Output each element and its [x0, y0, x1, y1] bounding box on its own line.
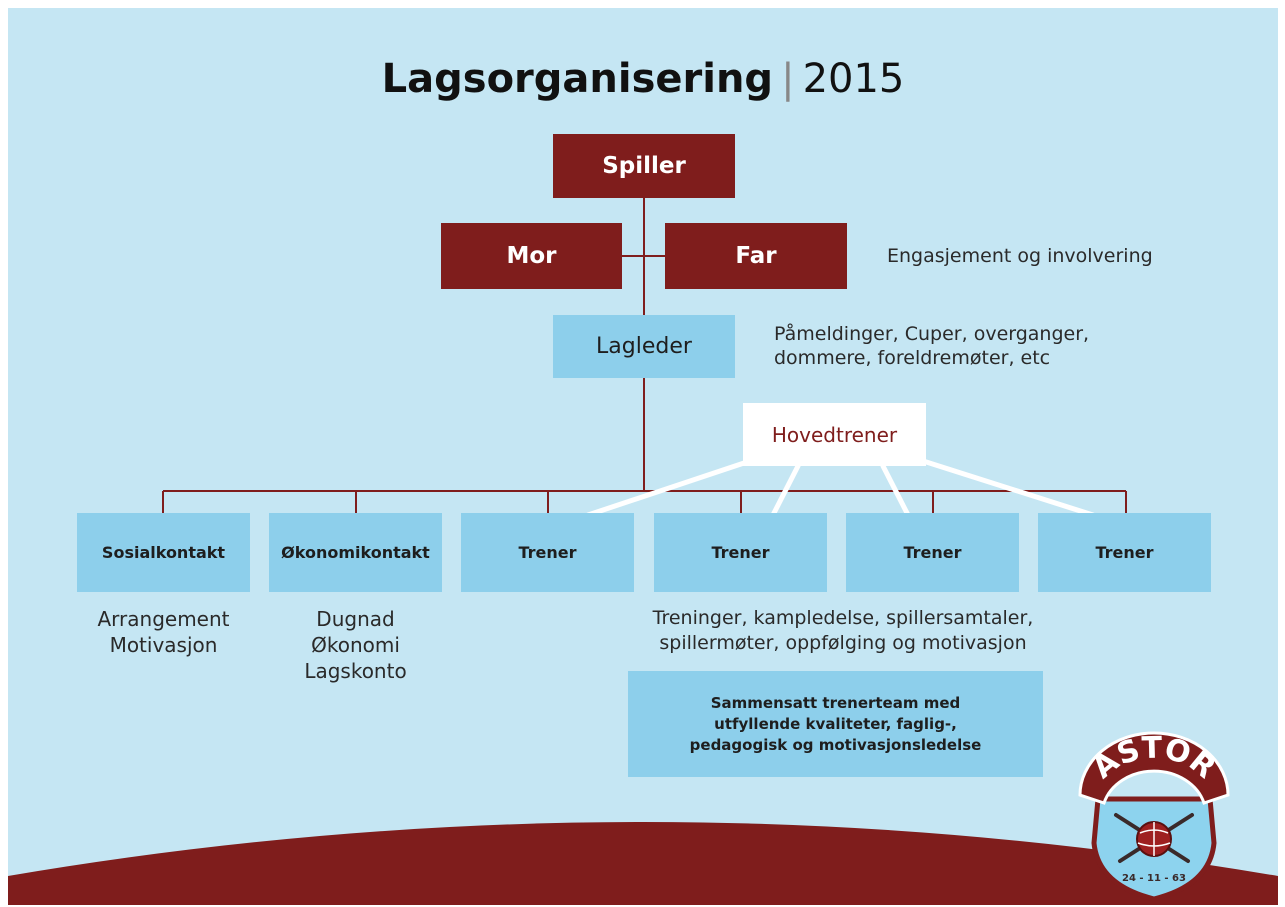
hovedtrener-link-1	[585, 457, 756, 518]
note-sosialkontakt: Arrangement Motivasjon	[97, 607, 230, 657]
node-far-label: Far	[735, 243, 777, 269]
node-hovedtrener-label: Hovedtrener	[771, 422, 898, 447]
node-trener-2: Trener	[654, 513, 827, 592]
astor-logo: ASTOR 24 - 11 - 63	[1078, 731, 1230, 902]
bottom-arc	[8, 822, 1278, 905]
node-mor-label: Mor	[506, 243, 557, 269]
hovedtrener-link-3	[880, 463, 911, 518]
note-trener: Treninger, kampledelse, spillersamtaler,…	[652, 607, 1034, 654]
node-lagleder: Lagleder	[553, 315, 735, 378]
note-lagleder: Påmeldinger, Cuper, overganger, dommere,…	[774, 323, 1090, 369]
page-title: Lagsorganisering|2015	[8, 56, 1278, 102]
team-box-text: Sammensatt trenerteam med utfyllende kva…	[689, 693, 982, 754]
node-okonomikontakt-label: Økonomikontakt	[281, 543, 430, 562]
node-trener-1-label: Trener	[518, 543, 577, 562]
node-sosialkontakt: Sosialkontakt	[77, 513, 250, 592]
logo-date: 24 - 11 - 63	[1122, 873, 1186, 884]
title-year: 2015	[802, 56, 905, 102]
note-parents: Engasjement og involvering	[887, 245, 1153, 267]
node-sosialkontakt-label: Sosialkontakt	[101, 543, 226, 562]
node-trener-3-label: Trener	[903, 543, 962, 562]
node-spiller-label: Spiller	[602, 153, 686, 179]
node-trener-1: Trener	[461, 513, 634, 592]
node-spiller: Spiller	[553, 134, 735, 198]
hovedtrener-link-2	[770, 463, 801, 518]
logo-word: ASTOR	[1086, 731, 1223, 786]
hovedtrener-link-4	[917, 457, 1096, 518]
node-mor: Mor	[441, 223, 622, 289]
note-okonomikontakt: Dugnad Økonomi Lagskonto	[304, 607, 407, 683]
node-trener-3: Trener	[846, 513, 1019, 592]
node-lagleder-label: Lagleder	[596, 334, 692, 359]
title-separator: |	[781, 56, 795, 102]
node-hovedtrener: Hovedtrener	[743, 403, 926, 466]
slide: Lagsorganisering|2015 Spiller Mor Far	[8, 8, 1278, 905]
node-far: Far	[665, 223, 847, 289]
node-okonomikontakt: Økonomikontakt	[269, 513, 442, 592]
node-trener-4: Trener	[1038, 513, 1211, 592]
connector-lines	[8, 198, 1278, 905]
node-trener-2-label: Trener	[711, 543, 770, 562]
team-box: Sammensatt trenerteam med utfyllende kva…	[628, 671, 1043, 777]
title-main: Lagsorganisering	[381, 56, 774, 102]
node-trener-4-label: Trener	[1095, 543, 1154, 562]
